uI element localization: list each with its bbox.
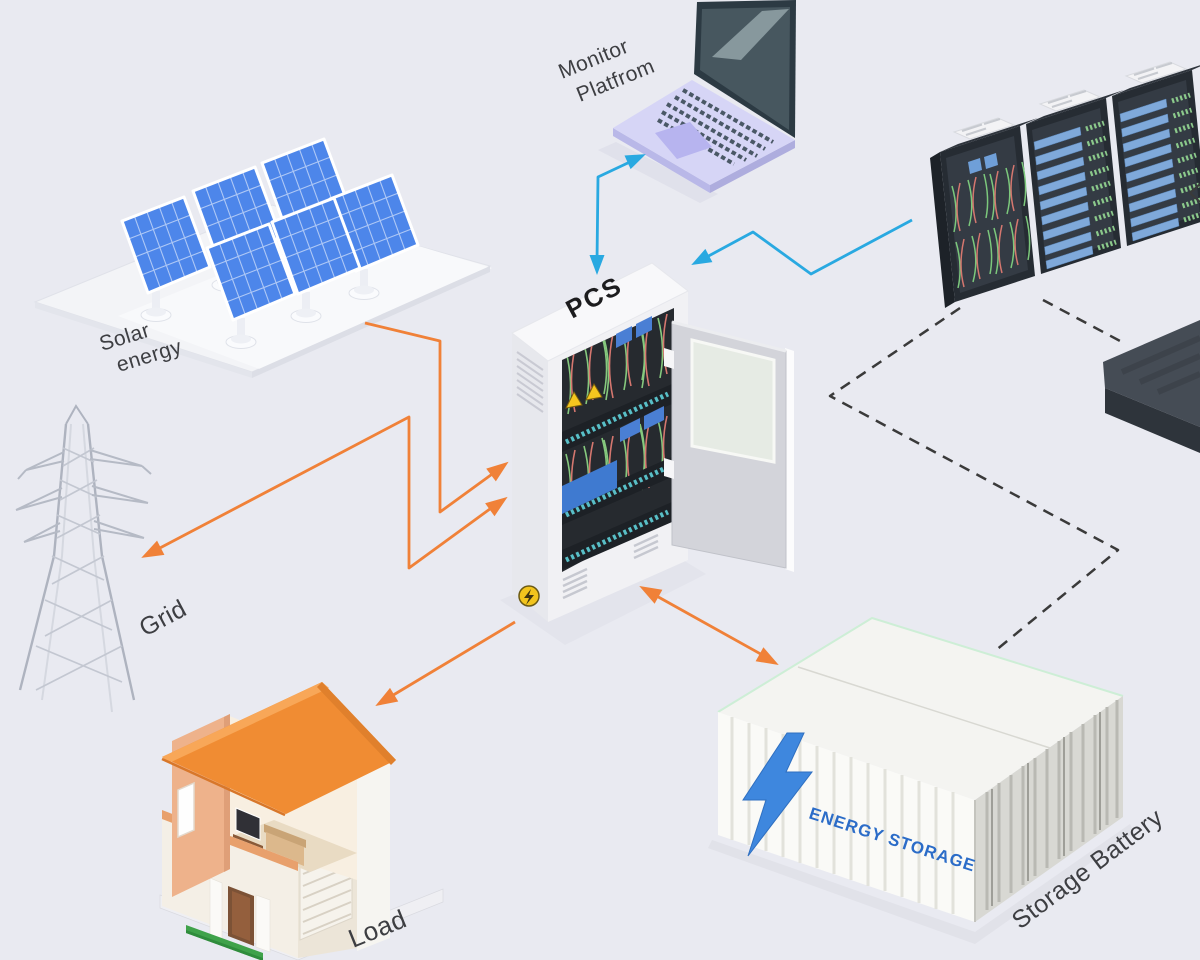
connection-servers-to-platform-dashed (1042, 298, 1123, 344)
partial-edge-glyph (1188, 183, 1200, 203)
grid-tower-icon (15, 404, 152, 713)
storage-container-icon: ENERGY STORAGE (708, 616, 1134, 944)
solar-panel-array (33, 137, 492, 378)
side-platform-icon (1103, 320, 1200, 453)
connection-pcs-to-load (371, 620, 516, 713)
house-roof (162, 682, 396, 814)
connection-servers-to-battery-dashed (828, 306, 1120, 652)
connection-pcs-monitor-bidirectional (589, 147, 649, 275)
door-window (690, 338, 776, 464)
pcs-cabinet-icon (500, 262, 794, 645)
connection-servers-to-pcs (687, 218, 913, 276)
house-load-icon (159, 682, 444, 960)
connection-solar-to-pcs (364, 321, 514, 514)
server-racks-icon (930, 60, 1200, 308)
connection-grid-pcs-bidirectional (137, 415, 513, 570)
laptop-monitor-icon (598, 0, 796, 203)
connection-pcs-battery-bidirectional (635, 579, 783, 672)
lightning-bolt-icon (742, 732, 814, 857)
